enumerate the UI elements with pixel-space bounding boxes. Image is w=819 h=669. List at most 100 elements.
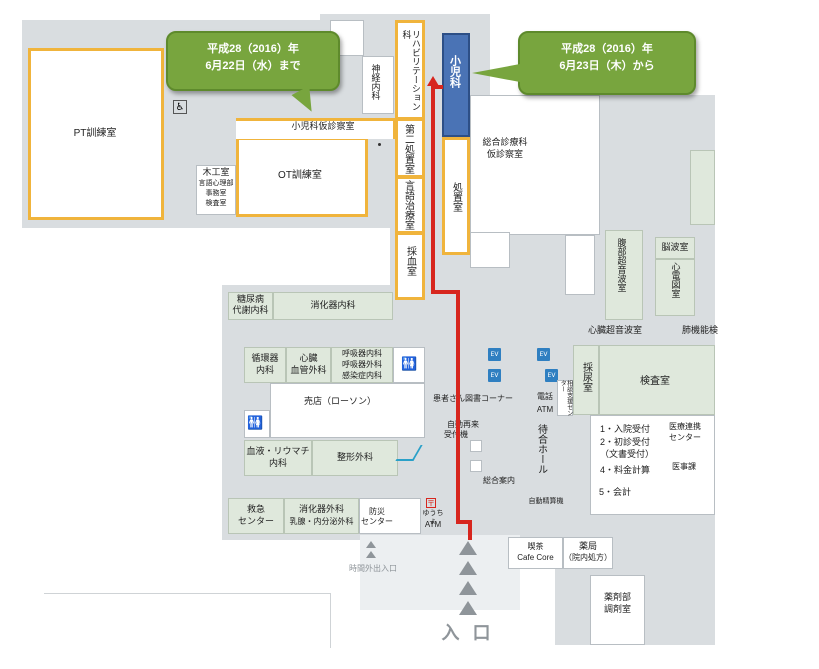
room-shinzo <box>286 347 331 383</box>
label-shokaki-geka2: 乳腺・内分泌外科 <box>289 517 354 526</box>
kiosk-2 <box>470 460 482 472</box>
callout-from-tail <box>472 64 520 82</box>
label-kokyu3: 感染症内科 <box>342 371 382 380</box>
room-shochi <box>442 137 470 255</box>
label-ot: OT訓練室 <box>278 170 322 181</box>
label-saiketsu-text: 採血室 <box>404 246 416 276</box>
restroom-2 <box>244 410 270 438</box>
label-bousai2: センター <box>361 517 393 526</box>
callout-until-line2: 6月22日（水）まで <box>205 59 301 72</box>
label-uketsuke4: 4・料金計算 <box>599 465 650 475</box>
label-junkanki1: 循環器 <box>251 353 279 363</box>
label-shinzo2: 血管外科 <box>290 365 327 375</box>
label-jikangai: 時間外出入口 <box>349 564 397 573</box>
label-shonika-text: 小児科 <box>448 55 461 88</box>
room-ketsueki <box>244 440 312 476</box>
label-daini-shochi-text: 第二処置室 <box>402 124 414 174</box>
room-nouha <box>655 237 695 259</box>
label-jido-saigai1: 自動再来 <box>447 420 479 429</box>
elevator-4: EV <box>545 369 558 382</box>
label-ketsueki2: 内科 <box>268 458 287 468</box>
label-saiyo-text: 採尿室 <box>580 362 592 392</box>
room-kokyu <box>331 347 393 383</box>
guide-line <box>44 593 330 594</box>
route-arrowhead <box>427 76 439 86</box>
label-fukubu-text: 腹部超音波室 <box>616 238 627 292</box>
label-pt: PT訓練室 <box>73 128 117 139</box>
room-sogo-inner <box>470 232 510 268</box>
elevator-1: EV <box>488 348 501 361</box>
label-atm-yucho2: ATM <box>424 520 442 529</box>
callout-from: 平成28（2016）年 6月23日（木）から <box>518 31 696 95</box>
room-reha <box>395 20 425 120</box>
entrance-arrow-4 <box>459 601 477 615</box>
label-machiai: 待合ホール <box>535 424 547 480</box>
label-yakuzai2: 調剤室 <box>603 604 631 614</box>
entrance-arrow-1 <box>459 541 477 555</box>
label-reha-text: リハビリテーション科 <box>401 30 421 111</box>
label-shonika: 小児科 <box>448 55 461 115</box>
label-yakkyoku1: 薬局 <box>578 541 597 551</box>
room-sogo <box>470 95 600 235</box>
room-bousai <box>359 498 421 534</box>
label-shokaki: 消化器内科 <box>310 300 356 310</box>
label-uketsuke5: 5・会計 <box>598 487 631 497</box>
label-kokyu2: 呼吸器外科 <box>342 360 382 369</box>
elevator-2: EV <box>488 369 501 382</box>
room-saiketsu <box>395 232 425 300</box>
entrance-arrow-3 <box>459 581 477 595</box>
label-sogo-kari: 仮診察室 <box>486 149 523 159</box>
label-iryo2: センター <box>669 433 701 442</box>
route-segment-5 <box>431 85 435 294</box>
label-shinzo-echo: 心臓超音波室 <box>587 325 642 335</box>
room-shinkei <box>362 56 394 114</box>
label-saiyo: 採尿室 <box>580 362 592 402</box>
label-sodan: 相談支援センター <box>559 380 572 416</box>
label-uketsuke2: 2・初診受付 <box>599 437 650 447</box>
room-uketsuke <box>590 415 715 515</box>
label-cafe2: Cafe Core <box>517 553 554 562</box>
guide-line-v <box>330 593 331 648</box>
restroom-accessible: ♿ <box>173 100 187 114</box>
label-mokko-sub1: 言語心理部 <box>198 180 234 187</box>
callout-from-line1: 平成28（2016）年 <box>561 43 653 55</box>
label-mokko-sub3: 検査室 <box>205 200 227 207</box>
room-fukubu <box>605 230 643 320</box>
route-segment-6 <box>431 85 443 89</box>
route-segment-3 <box>456 290 460 524</box>
label-fukubu: 腹部超音波室 <box>616 238 627 316</box>
room-tonyobyo <box>228 292 273 320</box>
label-seisan: 自動精算機 <box>528 498 564 505</box>
room-kensa <box>599 345 715 415</box>
room-saiyo <box>573 345 599 415</box>
label-tonyobyo2: 代謝内科 <box>232 305 269 315</box>
label-atm-yucho1: ゆうちょ <box>422 510 444 526</box>
after-hours-arrow-2 <box>366 551 376 558</box>
route-segment-2 <box>456 520 472 524</box>
label-kyukyu1: 救急 <box>246 504 265 514</box>
room-sodan <box>557 380 573 416</box>
route-segment-1 <box>468 520 472 540</box>
room-shokaki <box>273 292 393 320</box>
label-shochi-text: 処置室 <box>450 182 462 212</box>
room-shindenzu <box>655 259 695 316</box>
label-iryo1: 医療連携 <box>669 422 701 431</box>
door-marker <box>378 143 381 146</box>
label-reha: リハビリテーション科 <box>401 30 420 114</box>
after-hours-arrow-1 <box>366 541 376 548</box>
label-sogo-annai: 総合案内 <box>483 476 515 485</box>
room-misc-right <box>565 235 595 295</box>
room-junkanki <box>244 347 286 383</box>
callout-from-line2: 6月23日（木）から <box>559 59 655 72</box>
room-shokaki-geka <box>284 498 359 534</box>
label-shonika-kari: 小児科仮診察室 <box>291 121 355 131</box>
label-machiai-text: 待合ホール <box>535 424 547 474</box>
label-daini-shochi: 第二処置室 <box>402 124 414 174</box>
label-sodan-text: 相談支援センター <box>559 380 572 416</box>
label-gengo-text: 言語治療室 <box>402 180 414 230</box>
restroom-icon-2: 🚻 <box>247 416 264 431</box>
label-mokko-sub2: 事務室 <box>205 190 227 197</box>
room-yakkyoku <box>563 537 613 569</box>
label-uketsuke2b: （文書受付） <box>599 449 654 459</box>
label-denwa: 電話 <box>537 392 553 401</box>
